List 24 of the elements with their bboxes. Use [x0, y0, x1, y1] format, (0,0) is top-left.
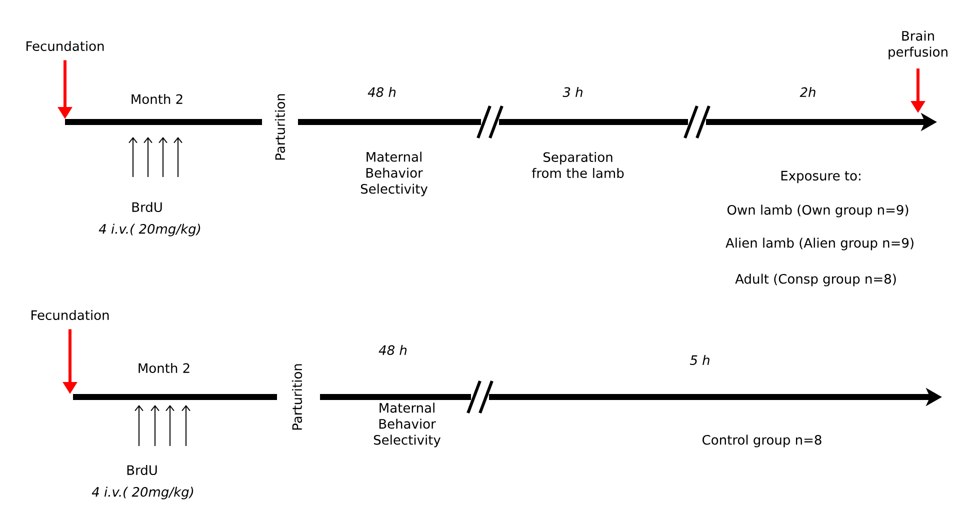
group-label: Control group n=8	[702, 434, 822, 448]
duration-label: 2h	[800, 87, 816, 97]
phase-label: Separation from the lamb	[532, 152, 624, 178]
period-label: Month 2	[132, 94, 182, 104]
phase-label: Exposure to:	[781, 170, 860, 184]
duration-label: 48 h	[378, 344, 407, 356]
group-label: Adult (Consp group n=8)	[735, 274, 896, 286]
phase-label: Maternal Behavior Selectivity	[374, 402, 441, 448]
group-label: Own lamb (Own group n=9)	[727, 204, 908, 218]
dose-label: 4 i.v.( 20mg/kg)	[92, 486, 194, 500]
event-label: Parturition	[274, 94, 286, 160]
period-label: Month 2	[138, 362, 190, 374]
event-label: Parturition	[292, 364, 302, 430]
treatment-label: BrdU	[132, 202, 162, 212]
group-label: Alien lamb (Alien group n=9)	[726, 238, 914, 250]
duration-label: 5 h	[690, 354, 710, 366]
event-label: Brain perfusion	[888, 30, 948, 60]
event-label: Fecundation	[26, 40, 104, 52]
dose-label: 4 i.v.( 20mg/kg)	[98, 224, 200, 236]
event-label: Fecundation	[32, 310, 109, 320]
duration-label: 48 h	[368, 86, 396, 98]
phase-label: Maternal Behavior Selectivity	[360, 152, 428, 196]
duration-label: 3 h	[562, 86, 582, 98]
treatment-label: BrdU	[127, 464, 157, 476]
